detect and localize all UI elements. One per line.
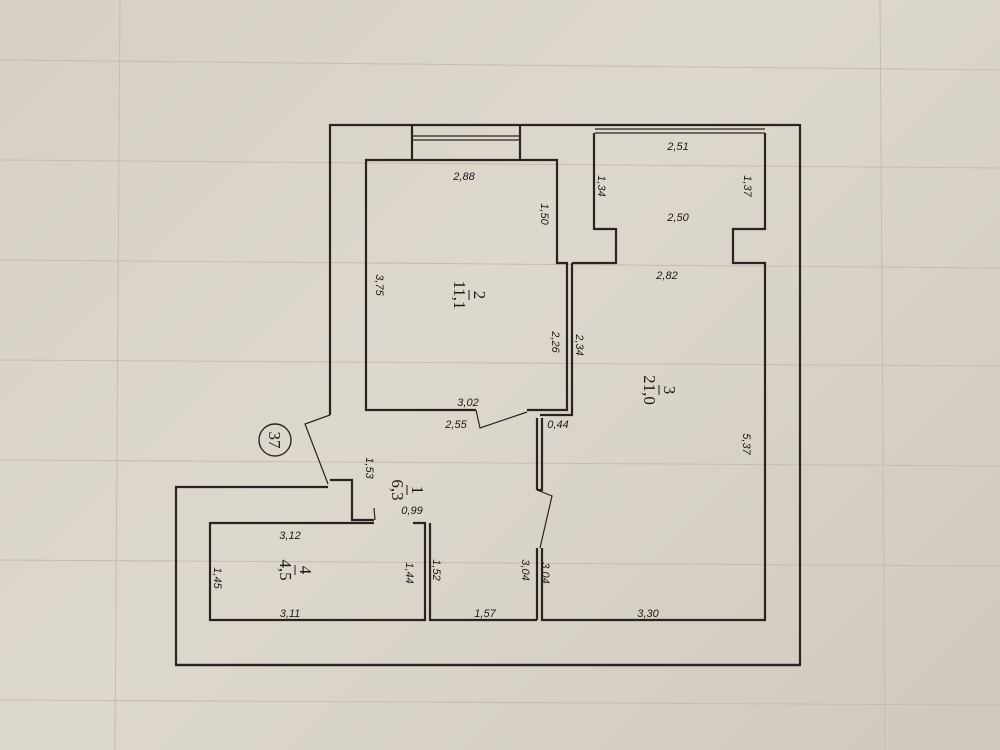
svg-text:1,53: 1,53 — [363, 457, 375, 479]
svg-text:1,45: 1,45 — [211, 567, 223, 589]
svg-text:1,57: 1,57 — [474, 608, 496, 620]
room-1-label: 1 6,3 — [388, 479, 427, 500]
svg-text:2,34: 2,34 — [573, 333, 585, 355]
svg-text:37: 37 — [265, 432, 284, 450]
svg-text:3,12: 3,12 — [279, 530, 300, 542]
svg-text:3,30: 3,30 — [637, 608, 659, 620]
room-2-label: 2 11,1 — [450, 280, 489, 309]
door-room-3 — [536, 489, 553, 549]
room-1-left-wall — [330, 478, 374, 522]
door-room-4 — [373, 507, 376, 521]
svg-text:2: 2 — [470, 291, 489, 300]
svg-text:3,75: 3,75 — [373, 274, 385, 296]
svg-text:1,50: 1,50 — [538, 203, 550, 225]
svg-text:11,1: 11,1 — [450, 280, 469, 309]
svg-text:3,02: 3,02 — [457, 397, 478, 409]
room-4-walls — [208, 521, 427, 622]
svg-text:5,37: 5,37 — [740, 433, 752, 455]
door-room-2 — [475, 409, 528, 429]
svg-text:1,52: 1,52 — [430, 559, 442, 580]
room-3-right-wall — [540, 133, 767, 622]
svg-text:3,11: 3,11 — [280, 608, 301, 620]
svg-text:2,50: 2,50 — [666, 212, 689, 224]
svg-text:3: 3 — [660, 386, 679, 395]
entrance-door — [304, 414, 331, 485]
room-3-label: 3 21,0 — [640, 375, 679, 405]
svg-text:0,44: 0,44 — [547, 419, 568, 431]
svg-text:3,04: 3,04 — [539, 562, 551, 583]
svg-text:2,55: 2,55 — [444, 419, 467, 431]
svg-text:3,04: 3,04 — [519, 559, 531, 580]
room-3-walls — [572, 133, 618, 265]
dimension-labels: 2,88 2,51 2,50 2,82 3,02 2,55 0,44 0,99 … — [211, 141, 753, 620]
apartment-number-badge: 37 — [258, 423, 292, 457]
room-4-label: 4 4,5 — [276, 559, 315, 580]
svg-text:4,5: 4,5 — [276, 559, 295, 580]
room-1-bottom-wall — [428, 523, 537, 622]
svg-text:1: 1 — [408, 486, 427, 495]
svg-text:2,26: 2,26 — [549, 330, 561, 353]
svg-text:4: 4 — [296, 566, 315, 575]
window-room-3 — [595, 128, 765, 134]
outer-wall — [174, 123, 802, 667]
svg-text:6,3: 6,3 — [388, 479, 407, 500]
room-2-walls — [364, 158, 569, 412]
svg-text:0,99: 0,99 — [401, 505, 422, 517]
svg-text:1,34: 1,34 — [595, 175, 607, 196]
room-1-partition — [537, 418, 544, 492]
svg-text:1,44: 1,44 — [403, 562, 415, 583]
partition-2-3 — [540, 263, 574, 417]
svg-text:2,51: 2,51 — [666, 141, 688, 153]
svg-text:21,0: 21,0 — [640, 375, 659, 405]
window-room-2 — [410, 125, 522, 160]
svg-text:1,37: 1,37 — [741, 175, 753, 197]
svg-text:2,88: 2,88 — [452, 171, 475, 183]
svg-text:2,82: 2,82 — [655, 270, 677, 282]
